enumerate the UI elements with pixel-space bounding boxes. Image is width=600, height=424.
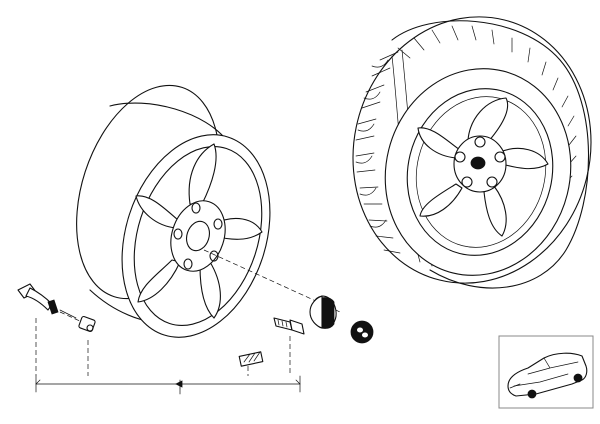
vehicle-thumbnail: [498, 335, 594, 409]
thumbnail-frame: [498, 335, 594, 409]
valve-spring: [59, 309, 77, 319]
hub-cap: [309, 295, 337, 329]
rim-inner-edge: [415, 96, 547, 248]
rim-center-bore: [186, 220, 210, 252]
center-cap-fitted: [470, 156, 486, 170]
balance-weight: [238, 351, 264, 367]
valve-cap-icon: [78, 315, 96, 333]
emblem-badge: [350, 320, 374, 344]
hub-cap-icon: [309, 295, 337, 329]
tyre-tread-edge: [391, 20, 590, 289]
valve-stem: [17, 283, 59, 315]
valve-stem-icon: [17, 283, 59, 315]
complete-wheel-with-tyre: [352, 16, 592, 289]
wheel-bolts-fitted: [454, 136, 506, 188]
rim-face-lip: [133, 146, 263, 326]
rim-barrel-top: [109, 102, 229, 143]
reference-lines: [35, 318, 301, 395]
rim-face-spokes: [135, 143, 263, 319]
balance-weight-icon: [238, 351, 264, 367]
valve-cap: [59, 309, 96, 333]
rim-spokes: [417, 97, 549, 237]
emblem-icon: [350, 320, 374, 344]
rim-lip: [406, 88, 554, 256]
light-alloy-rim: [76, 84, 271, 338]
wheel-bolt: [273, 317, 305, 335]
car-icon: [507, 352, 588, 399]
wheel-bolt-icon: [273, 317, 305, 335]
rim-bolt-holes: [173, 202, 223, 270]
